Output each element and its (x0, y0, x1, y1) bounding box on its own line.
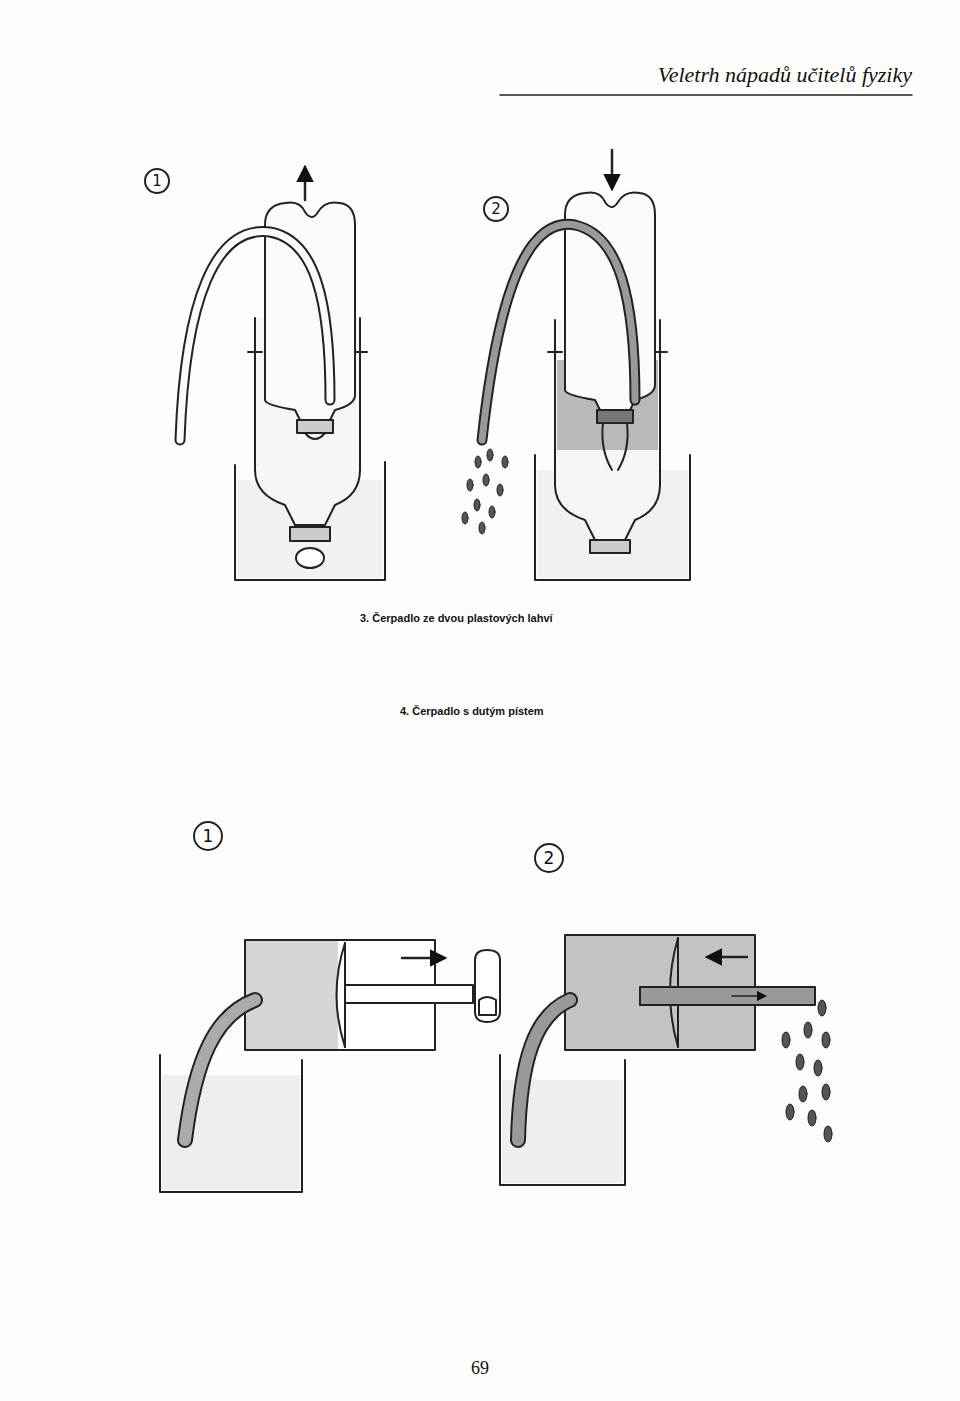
panel-number: 2 (491, 200, 501, 218)
panel-number: 1 (152, 172, 162, 190)
page-number: 69 (471, 1358, 489, 1379)
panel-number: 2 (544, 848, 555, 868)
panel-number: 1 (203, 826, 214, 846)
figure-caption: 4. Čerpadlo s dutým pístem (400, 705, 544, 717)
running-header: Veletrh nápadů učitelů fyziky (658, 62, 912, 88)
figure-caption: 3. Čerpadlo ze dvou plastových lahví (360, 612, 553, 624)
